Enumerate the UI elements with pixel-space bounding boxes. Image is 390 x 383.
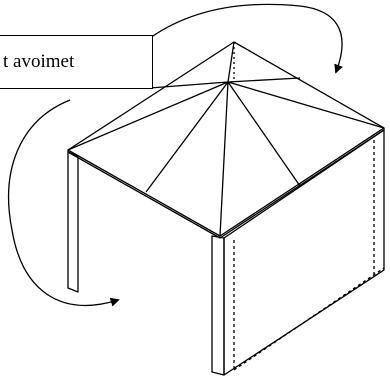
roof-ridge [227,81,385,129]
roof-edge [67,128,385,239]
curved-arrow-left [8,99,120,307]
roof-ridge [149,81,229,89]
left-wall [67,151,79,293]
label-box: t avoimet [0,35,153,89]
tent-structure [67,41,385,376]
label-text: t avoimet [3,51,75,72]
side-wall [223,129,385,376]
roof-ridge [227,77,301,83]
roof-ridge [227,81,301,187]
roof-ridge [67,81,229,151]
roof-ridge [145,81,229,193]
curved-arrow-top [149,3,343,74]
front-wall [211,235,225,376]
wall-seam [233,267,385,371]
roof-ridge [227,41,235,83]
roof-ridge [219,81,229,237]
